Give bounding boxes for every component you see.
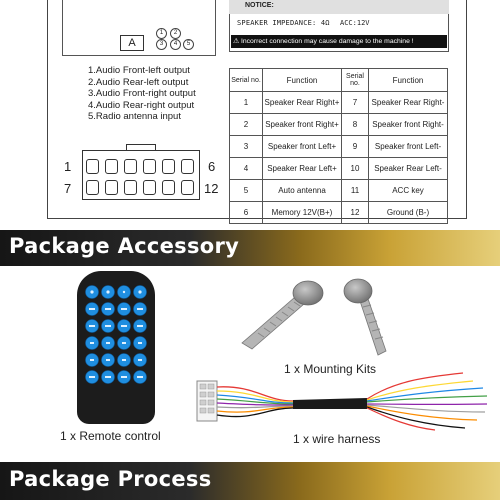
serial-cell: 8 — [341, 113, 369, 136]
pin-function-table: Serial no. Function Serial no. Function … — [229, 68, 448, 224]
function-cell: Memory 12V(B+) — [262, 201, 342, 224]
connector-pin — [143, 159, 156, 174]
connector-a-diagram — [62, 0, 216, 56]
mounting-kit-icon — [241, 278, 387, 356]
output-line-3: 3.Audio Front-right output — [88, 88, 196, 99]
output-line-2: 2.Audio Rear-left output — [88, 76, 189, 88]
table-header-row: Serial no. Function Serial no. Function — [229, 68, 448, 92]
pin-circle-5: 5 — [183, 39, 194, 50]
notice-box — [229, 0, 449, 52]
table-row: 1 Speaker Rear Right+ 7 Speaker Rear Rig… — [229, 91, 448, 114]
function-cell: Speaker front Right+ — [262, 113, 342, 136]
function-cell: Speaker Rear Right+ — [262, 91, 342, 114]
function-cell: Speaker front Right- — [368, 113, 448, 136]
serial-cell: 9 — [341, 135, 369, 158]
table-row: 4 Speaker Rear Left+ 10 Speaker Rear Lef… — [229, 157, 448, 180]
pin-number-12: 12 — [204, 181, 219, 196]
pin-circle-4: 4 — [170, 39, 181, 50]
header-function: Function — [262, 68, 342, 92]
connector-latch — [126, 144, 156, 152]
connector-pin — [86, 159, 99, 174]
function-cell: Speaker front Left- — [368, 135, 448, 158]
pin-circle-1: 1 — [156, 28, 167, 39]
header-function: Function — [368, 68, 448, 92]
connector-pin — [162, 159, 175, 174]
acc-voltage: ACC:12V — [340, 19, 370, 27]
connector-pin — [181, 180, 194, 195]
pin-number-6: 6 — [208, 159, 216, 174]
connector-a-label: A — [120, 35, 144, 51]
function-cell: Auto antenna — [262, 179, 342, 202]
connector-pin — [124, 159, 137, 174]
remote-control-caption: 1 x Remote control — [60, 429, 161, 443]
function-cell: Speaker front Left+ — [262, 135, 342, 158]
warning-icon: ⚠ — [233, 38, 240, 45]
serial-cell: 11 — [341, 179, 369, 202]
connector-pin — [162, 180, 175, 195]
connector-pin — [143, 180, 156, 195]
table-row: 3 Speaker front Left+ 9 Speaker front Le… — [229, 135, 448, 158]
notice-title: NOTICE: — [245, 2, 274, 9]
package-accessory-banner — [0, 230, 500, 266]
mounting-kits-caption: 1 x Mounting Kits — [284, 362, 377, 376]
function-cell: Speaker Rear Left+ — [262, 157, 342, 180]
function-cell: Speaker Rear Left- — [368, 157, 448, 180]
connector-pin — [124, 180, 137, 195]
header-serial-no: Serial no. — [341, 68, 369, 92]
connector-pin — [105, 180, 118, 195]
serial-cell: 7 — [341, 91, 369, 114]
serial-cell: 10 — [341, 157, 369, 180]
wire-harness-caption: 1 x wire harness — [293, 432, 381, 446]
pin-circle-2: 2 — [170, 28, 181, 39]
header-serial-no: Serial no. — [229, 68, 263, 92]
package-process-banner — [0, 462, 500, 500]
package-accessory-title: Package Accessory — [9, 234, 240, 258]
warning-text: Incorrect connection may cause damage to… — [240, 38, 414, 45]
output-line-4: 4.Audio Rear-right output — [88, 99, 195, 111]
connector-pin — [86, 180, 99, 195]
warning-bar: ⚠ Incorrect connection may cause damage … — [231, 35, 447, 48]
function-cell: Ground (B-) — [368, 201, 448, 224]
serial-cell: 5 — [229, 179, 263, 202]
pin-number-7: 7 — [64, 181, 72, 196]
notice-header — [229, 0, 449, 14]
table-row: 6 Memory 12V(B+) 12 Ground (B-) — [229, 201, 448, 224]
pin-circle-3: 3 — [156, 39, 167, 50]
remote-control — [77, 271, 155, 424]
connector-pin — [181, 159, 194, 174]
table-row: 5 Auto antenna 11 ACC key — [229, 179, 448, 202]
pin-number-1: 1 — [64, 159, 72, 174]
serial-cell: 6 — [229, 201, 263, 224]
output-line-1: 1.Audio Front-left output — [88, 65, 190, 76]
wire-harness-icon — [196, 372, 488, 431]
serial-cell: 2 — [229, 113, 263, 136]
twelve-pin-connector — [82, 150, 200, 200]
speaker-impedance: SPEAKER IMPEDANCE: 4Ω — [237, 19, 330, 27]
output-line-5: 5.Radio antenna input — [88, 111, 181, 122]
connector-pin — [105, 159, 118, 174]
serial-cell: 12 — [341, 201, 369, 224]
function-cell: ACC key — [368, 179, 448, 202]
table-row: 2 Speaker front Right+ 8 Speaker front R… — [229, 113, 448, 136]
serial-cell: 3 — [229, 135, 263, 158]
serial-cell: 4 — [229, 157, 263, 180]
function-cell: Speaker Rear Right- — [368, 91, 448, 114]
package-process-title: Package Process — [9, 467, 212, 491]
remote-control-icon — [85, 285, 147, 384]
serial-cell: 1 — [229, 91, 263, 114]
